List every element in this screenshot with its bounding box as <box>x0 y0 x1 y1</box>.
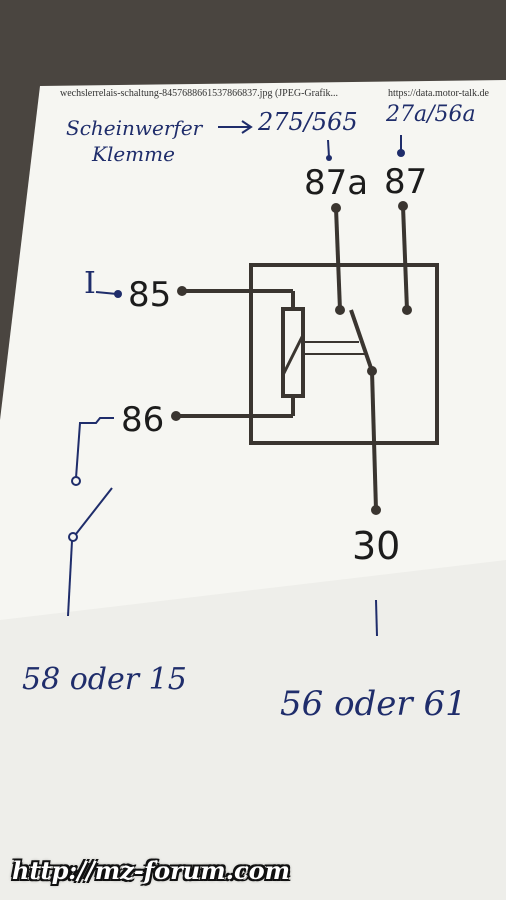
note-bottom-right: 56 oder 61 <box>280 684 467 724</box>
note-bottom-left: 58 oder 15 <box>22 662 187 697</box>
pen-switch-contact-bottom <box>68 532 78 542</box>
pen-dot-87 <box>397 149 405 157</box>
paper-shade <box>0 560 506 900</box>
pen-wire-86 <box>75 417 114 479</box>
switch-arm <box>349 309 374 372</box>
pin-label-85: 85 <box>128 275 172 315</box>
pen-arrow-head <box>241 120 253 134</box>
pin-label-30: 30 <box>352 524 401 568</box>
pin-label-87a: 87a <box>304 163 369 203</box>
pen-switch-lever <box>75 487 113 535</box>
wire-30 <box>370 370 378 511</box>
relay-housing <box>249 263 439 445</box>
note-scheinwerfer: Scheinwerfer <box>66 116 203 140</box>
pin-label-87: 87 <box>384 162 428 202</box>
note-headlight-code: 275/565 <box>258 108 358 136</box>
pen-wire-87a <box>327 139 330 158</box>
terminal-85 <box>177 286 187 296</box>
note-pin87-code: 27a/56a <box>386 102 476 127</box>
note-klemme: Klemme <box>92 142 175 166</box>
browser-url: https://data.motor-talk.de <box>388 88 489 99</box>
pen-wire-switch-down <box>67 540 73 617</box>
wire-87 <box>401 205 409 311</box>
pen-wire-30 <box>375 599 378 637</box>
coil-diagonal <box>281 334 305 376</box>
pen-wire-85 <box>95 291 118 295</box>
note-pin85-mark: I <box>84 266 96 301</box>
watermark: http://mz-forum.com <box>12 856 290 885</box>
pin-label-86: 86 <box>121 400 165 440</box>
contact-87a <box>335 305 345 315</box>
wire-87a <box>334 207 342 311</box>
browser-tab-title: wechslerrelais-schaltung-845768866153786… <box>60 88 338 99</box>
pen-switch-contact-top <box>71 476 81 486</box>
terminal-86 <box>171 411 181 421</box>
terminal-30 <box>371 505 381 515</box>
pen-dot-87a <box>326 155 332 161</box>
pen-dot-85 <box>114 290 122 298</box>
contact-87 <box>402 305 412 315</box>
